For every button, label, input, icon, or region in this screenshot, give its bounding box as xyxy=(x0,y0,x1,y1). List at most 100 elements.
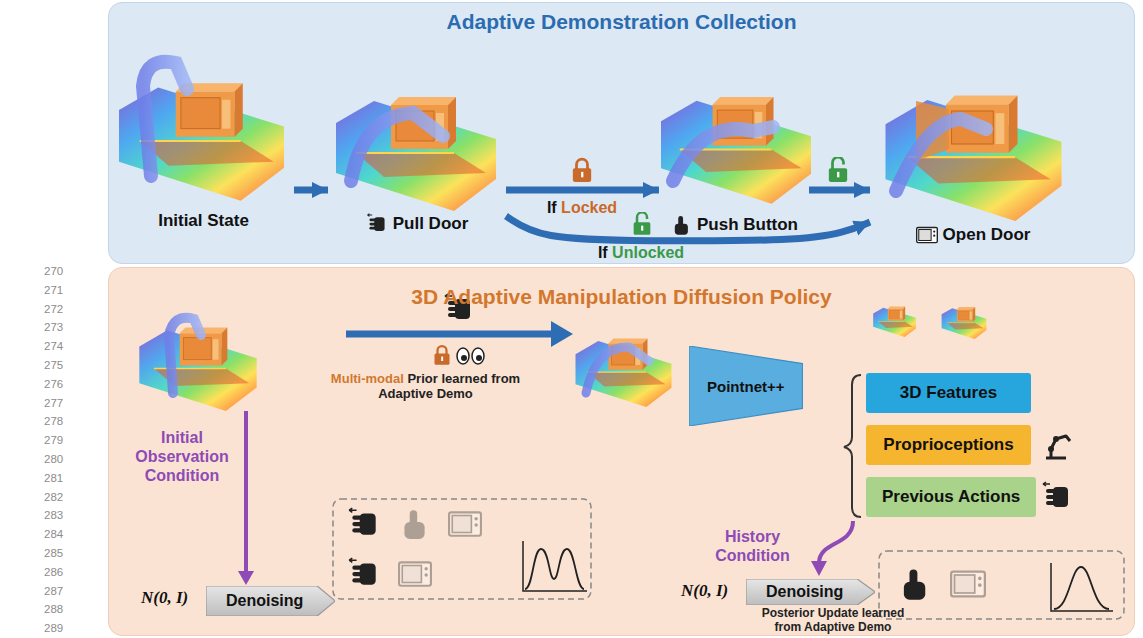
eyes-icon xyxy=(457,348,484,364)
condition-label: History Condition xyxy=(705,527,800,565)
state-figure: Pull Door xyxy=(331,57,503,235)
microwave-icon xyxy=(951,572,985,597)
caption-icon-glyph xyxy=(916,227,937,242)
bimodal-plot xyxy=(523,541,587,591)
line-number: 287 xyxy=(44,585,63,598)
label-word: from xyxy=(488,371,521,386)
node-shape xyxy=(206,586,335,616)
label-word: learned xyxy=(438,371,488,386)
section-band: 3D Adaptive Manipulation Diffusion Polic… xyxy=(108,267,1135,636)
line-number: 285 xyxy=(44,547,63,560)
flow-arrow xyxy=(506,216,870,241)
denoising-arrow: Denoising xyxy=(746,579,875,605)
robot-arm-cloud xyxy=(896,119,986,191)
robot-icon xyxy=(1046,436,1070,458)
flow-arrow xyxy=(294,187,328,194)
line-number: 270 xyxy=(44,265,63,278)
caption-text: Initial State xyxy=(158,211,249,231)
node-shape xyxy=(746,579,875,605)
collection-scenes xyxy=(119,62,1062,235)
press-icon xyxy=(904,569,925,599)
flow-arrow xyxy=(809,187,870,194)
label-word: If xyxy=(547,199,557,216)
point-cloud xyxy=(139,327,256,411)
pupil xyxy=(476,355,482,361)
feature-box: Previous Actions xyxy=(866,477,1036,517)
line-number: 284 xyxy=(44,528,63,541)
pull-icon xyxy=(349,508,376,535)
label-word: Adaptive xyxy=(378,386,433,401)
encoder-trapezoid: Pointnet++ xyxy=(689,346,803,426)
figure-caption: Pull Door xyxy=(366,213,469,235)
label-word: Unlocked xyxy=(608,244,684,261)
locked-icon xyxy=(573,159,591,182)
pull-icon xyxy=(1043,482,1068,507)
line-number: 275 xyxy=(44,359,63,372)
unlocked-icon xyxy=(829,157,847,182)
label-word: Locked xyxy=(557,199,617,216)
prior-note: Multi-modal Prior learned from Adaptive … xyxy=(318,371,533,401)
pupil xyxy=(461,355,467,361)
point-cloud xyxy=(661,97,811,204)
pull-icon xyxy=(349,558,376,585)
point-cloud xyxy=(576,339,672,407)
line-number: 288 xyxy=(44,603,63,616)
feature-box: Proprioceptions xyxy=(866,425,1031,465)
robot-arm-cloud xyxy=(673,127,773,181)
feature-bracket xyxy=(844,375,861,517)
node-text: 3D Features xyxy=(900,383,997,403)
posterior-note: Posterior Update learned from Adaptive D… xyxy=(748,607,918,634)
label-word: Multi-modal xyxy=(331,371,404,386)
prior-output-box xyxy=(333,499,591,599)
line-number: 278 xyxy=(44,415,63,428)
line-number: 282 xyxy=(44,491,63,504)
edge-label: If Locked xyxy=(547,199,617,217)
line-number: 277 xyxy=(44,397,63,410)
line-number: 289 xyxy=(44,622,63,635)
line-number: 274 xyxy=(44,340,63,353)
noise-formula: N(0, I) xyxy=(141,588,188,608)
eye xyxy=(472,348,484,364)
caption-text: Push Button xyxy=(697,215,798,235)
plot-axes xyxy=(1051,563,1113,611)
locked-icon xyxy=(435,346,450,365)
line-number: 283 xyxy=(44,509,63,522)
node-text: Denoising xyxy=(226,592,303,610)
state-figure: Push Button xyxy=(662,61,806,236)
line-number: 271 xyxy=(44,284,63,297)
arrow-head xyxy=(811,561,827,576)
line-number: 286 xyxy=(44,566,63,579)
point-cloud-thumb xyxy=(942,307,987,339)
figure-caption: Open Door xyxy=(916,224,1031,246)
arrow-head xyxy=(551,321,573,347)
point-cloud xyxy=(886,96,1062,221)
line-number: 272 xyxy=(44,303,63,316)
line-number: 276 xyxy=(44,378,63,391)
plot-axes xyxy=(523,541,587,591)
label-word: Demo xyxy=(433,386,473,401)
caption-icon-glyph xyxy=(675,216,688,235)
arrow-head xyxy=(238,571,254,585)
posterior-output-box xyxy=(879,551,1124,619)
caption-icon xyxy=(670,214,692,236)
figure-caption: Push Button xyxy=(670,214,798,236)
section-title: Adaptive Demonstration Collection xyxy=(109,3,1134,34)
line-number: 279 xyxy=(44,434,63,447)
condition-label: Initial Observation Condition xyxy=(128,428,236,485)
line-number: 280 xyxy=(44,453,63,466)
node-text: Denoising xyxy=(766,583,843,601)
state-figure: Initial State xyxy=(116,41,291,231)
caption-text: Open Door xyxy=(943,225,1031,245)
figure-caption: Initial State xyxy=(158,211,249,231)
condition-arrow xyxy=(819,521,853,563)
eye xyxy=(457,348,469,364)
section-title: 3D Adaptive Manipulation Diffusion Polic… xyxy=(109,268,1134,309)
node-text: Proprioceptions xyxy=(883,435,1013,455)
unimodal-plot xyxy=(1051,563,1113,611)
caption-icon-glyph xyxy=(367,214,384,231)
caption-icon xyxy=(916,224,938,246)
press-icon xyxy=(404,510,424,539)
unlocked-icon xyxy=(634,212,651,235)
unimodal-curve xyxy=(1054,567,1109,609)
